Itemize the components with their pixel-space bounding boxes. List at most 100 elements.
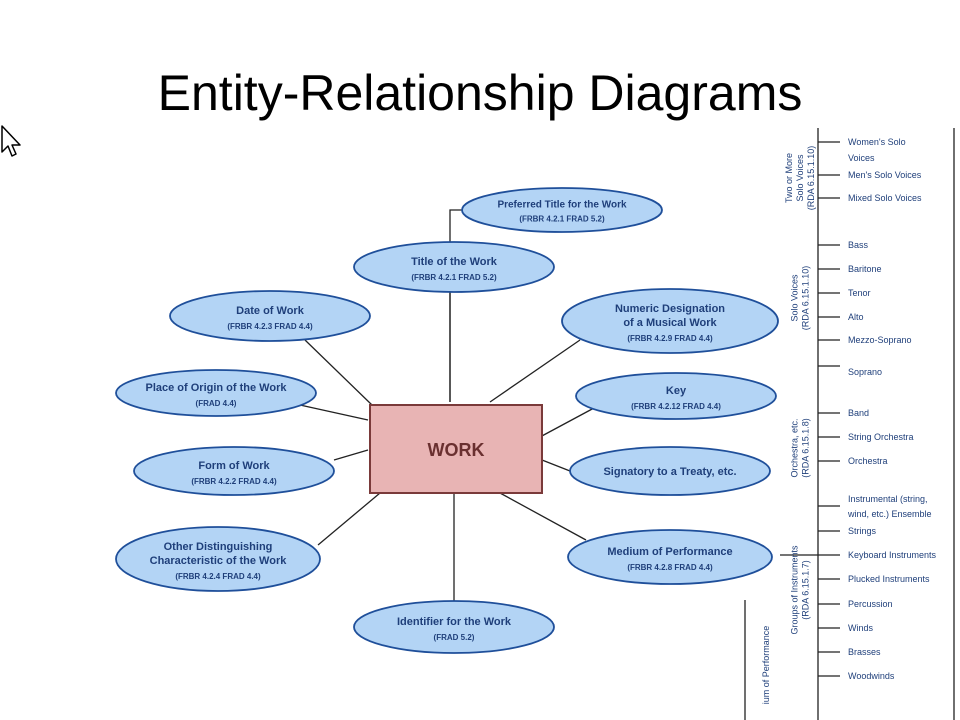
entity-title: Title of the Work: [411, 256, 498, 268]
tree-item: Tenor: [848, 288, 871, 298]
tree-group-label: ium of Performance: [761, 626, 771, 705]
entity-ellipse: [561, 288, 779, 354]
entity-reference: (FRBR 4.2.8 FRAD 4.4): [627, 563, 713, 572]
entity-title: Characteristic of the Work: [150, 555, 288, 567]
entity-ellipse: [353, 241, 555, 293]
connector-form_of_work: [333, 449, 369, 461]
entity-title: Date of Work: [236, 305, 305, 317]
entity-nodes: Preferred Title for the Work (FRBR 4.2.1 …: [115, 187, 779, 654]
entity-ellipse: [461, 187, 663, 233]
tree-item: Orchestra: [848, 456, 888, 466]
connector-other_characteristic: [317, 492, 381, 546]
tree-group-line: (RDA 6.15.1.7): [801, 560, 811, 620]
entity-medium-of-performance: Medium of Performance (FRBR 4.2.8 FRAD 4.…: [567, 529, 773, 585]
connector-numeric_designation: [489, 339, 581, 403]
entity-ellipse: [353, 600, 555, 654]
tree-item: Mezzo-Soprano: [848, 335, 912, 345]
tree-group-label: Solo Voices(RDA 6.15.1.10): [790, 266, 811, 331]
tree-group-line: (RDA 6.15.1.10): [801, 266, 811, 331]
tree-group-line: (RDA 6.15.1.10): [806, 146, 816, 211]
tree-item: Percussion: [848, 599, 893, 609]
entity-signatory: Signatory to a Treaty, etc.: [569, 446, 771, 496]
connector-place_of_origin: [299, 404, 369, 421]
entity-title: Form of Work: [198, 460, 270, 472]
tree-item: Plucked Instruments: [848, 574, 930, 584]
entity-reference: (FRAD 5.2): [434, 633, 475, 642]
center-label: WORK: [428, 440, 485, 460]
entity-title-of-work: Title of the Work (FRBR 4.2.1 FRAD 5.2): [353, 241, 555, 293]
tree-item: Voices: [848, 153, 875, 163]
entity-title: of a Musical Work: [623, 317, 717, 329]
entity-reference: (FRBR 4.2.3 FRAD 4.4): [227, 322, 313, 331]
tree-item: Instrumental (string,: [848, 494, 928, 504]
entity-ellipse: [567, 529, 773, 585]
tree-group-line: (RDA 6.15.1.8): [801, 418, 811, 478]
entity-title: Preferred Title for the Work: [497, 200, 627, 211]
connector-signatory: [541, 459, 571, 472]
entity-ellipse: [569, 446, 771, 496]
entity-reference: (FRBR 4.2.2 FRAD 4.4): [191, 477, 277, 486]
entity-place-of-origin: Place of Origin of the Work (FRAD 4.4): [115, 369, 317, 417]
tree-item: Brasses: [848, 647, 881, 657]
tree-group-label: Orchestra, etc.(RDA 6.15.1.8): [790, 418, 811, 478]
connector-preferred_title: [449, 209, 462, 402]
tree-item: Keyboard Instruments: [848, 550, 937, 560]
entity-title: Other Distinguishing: [164, 541, 273, 553]
tree-group-line: ium of Performance: [761, 626, 771, 705]
entity-title: Identifier for the Work: [397, 616, 512, 628]
entity-ellipse: [115, 369, 317, 417]
center-box: [369, 404, 543, 494]
tree-group-line: Groups of Instruments: [790, 545, 800, 635]
entity-title: Place of Origin of the Work: [146, 382, 288, 394]
entity-reference: (FRBR 4.2.1 FRAD 5.2): [519, 215, 605, 224]
connector-date_of_work: [304, 339, 373, 406]
connector-medium_of_performance: [499, 492, 587, 541]
tree-item: Strings: [848, 526, 877, 536]
tree-item: Alto: [848, 312, 864, 322]
tree-item: Woodwinds: [848, 671, 895, 681]
tree-item: String Orchestra: [848, 432, 914, 442]
entity-reference: (FRBR 4.2.1 FRAD 5.2): [411, 273, 497, 282]
tree-item: Soprano: [848, 367, 882, 377]
tree-group-line: Orchestra, etc.: [790, 418, 800, 477]
connector-key: [539, 407, 595, 438]
tree-item: wind, etc.) Ensemble: [847, 509, 932, 519]
tree-group-label: Groups of Instruments(RDA 6.15.1.7): [790, 545, 811, 635]
entity-reference: (FRAD 4.4): [196, 399, 237, 408]
entity-ellipse: [575, 372, 777, 420]
entity-reference: (FRBR 4.2.9 FRAD 4.4): [627, 334, 713, 343]
slide-title: Entity-Relationship Diagrams: [157, 65, 803, 121]
entity-ellipse: [133, 446, 335, 496]
tree-item: Bass: [848, 240, 869, 250]
entity-form-of-work: Form of Work (FRBR 4.2.2 FRAD 4.4): [133, 446, 335, 496]
tree-item: Mixed Solo Voices: [848, 193, 922, 203]
tree-item: Baritone: [848, 264, 882, 274]
entity-key: Key (FRBR 4.2.12 FRAD 4.4): [575, 372, 777, 420]
mouse-pointer-icon: [1, 125, 21, 157]
tree-item: Women's Solo: [848, 137, 906, 147]
entity-title: Signatory to a Treaty, etc.: [603, 466, 736, 478]
connector-lines: [299, 209, 595, 601]
entity-numeric-designation: Numeric Designation of a Musical Work (FRB…: [561, 288, 779, 354]
entity-ellipse: [115, 526, 321, 592]
entity-title: Numeric Designation: [615, 303, 725, 315]
tree-group-line: Solo Voices: [795, 154, 805, 202]
entity-reference: (FRBR 4.2.4 FRAD 4.4): [175, 572, 261, 581]
entity-date-of-work: Date of Work (FRBR 4.2.3 FRAD 4.4): [169, 290, 371, 342]
tree-item: Band: [848, 408, 869, 418]
tree-item: Winds: [848, 623, 874, 633]
tree-group-line: Two or More: [784, 153, 794, 203]
entity-preferred-title: Preferred Title for the Work (FRBR 4.2.1 …: [461, 187, 663, 233]
entity-identifier: Identifier for the Work (FRAD 5.2): [353, 600, 555, 654]
entity-title: Medium of Performance: [607, 546, 732, 558]
tree-group-line: Solo Voices: [790, 274, 800, 322]
tree-item: Men's Solo Voices: [848, 170, 922, 180]
entity-title: Key: [666, 385, 687, 397]
entity-ellipse: [169, 290, 371, 342]
entity-reference: (FRBR 4.2.12 FRAD 4.4): [631, 402, 721, 411]
center-entity: WORK: [369, 404, 543, 494]
